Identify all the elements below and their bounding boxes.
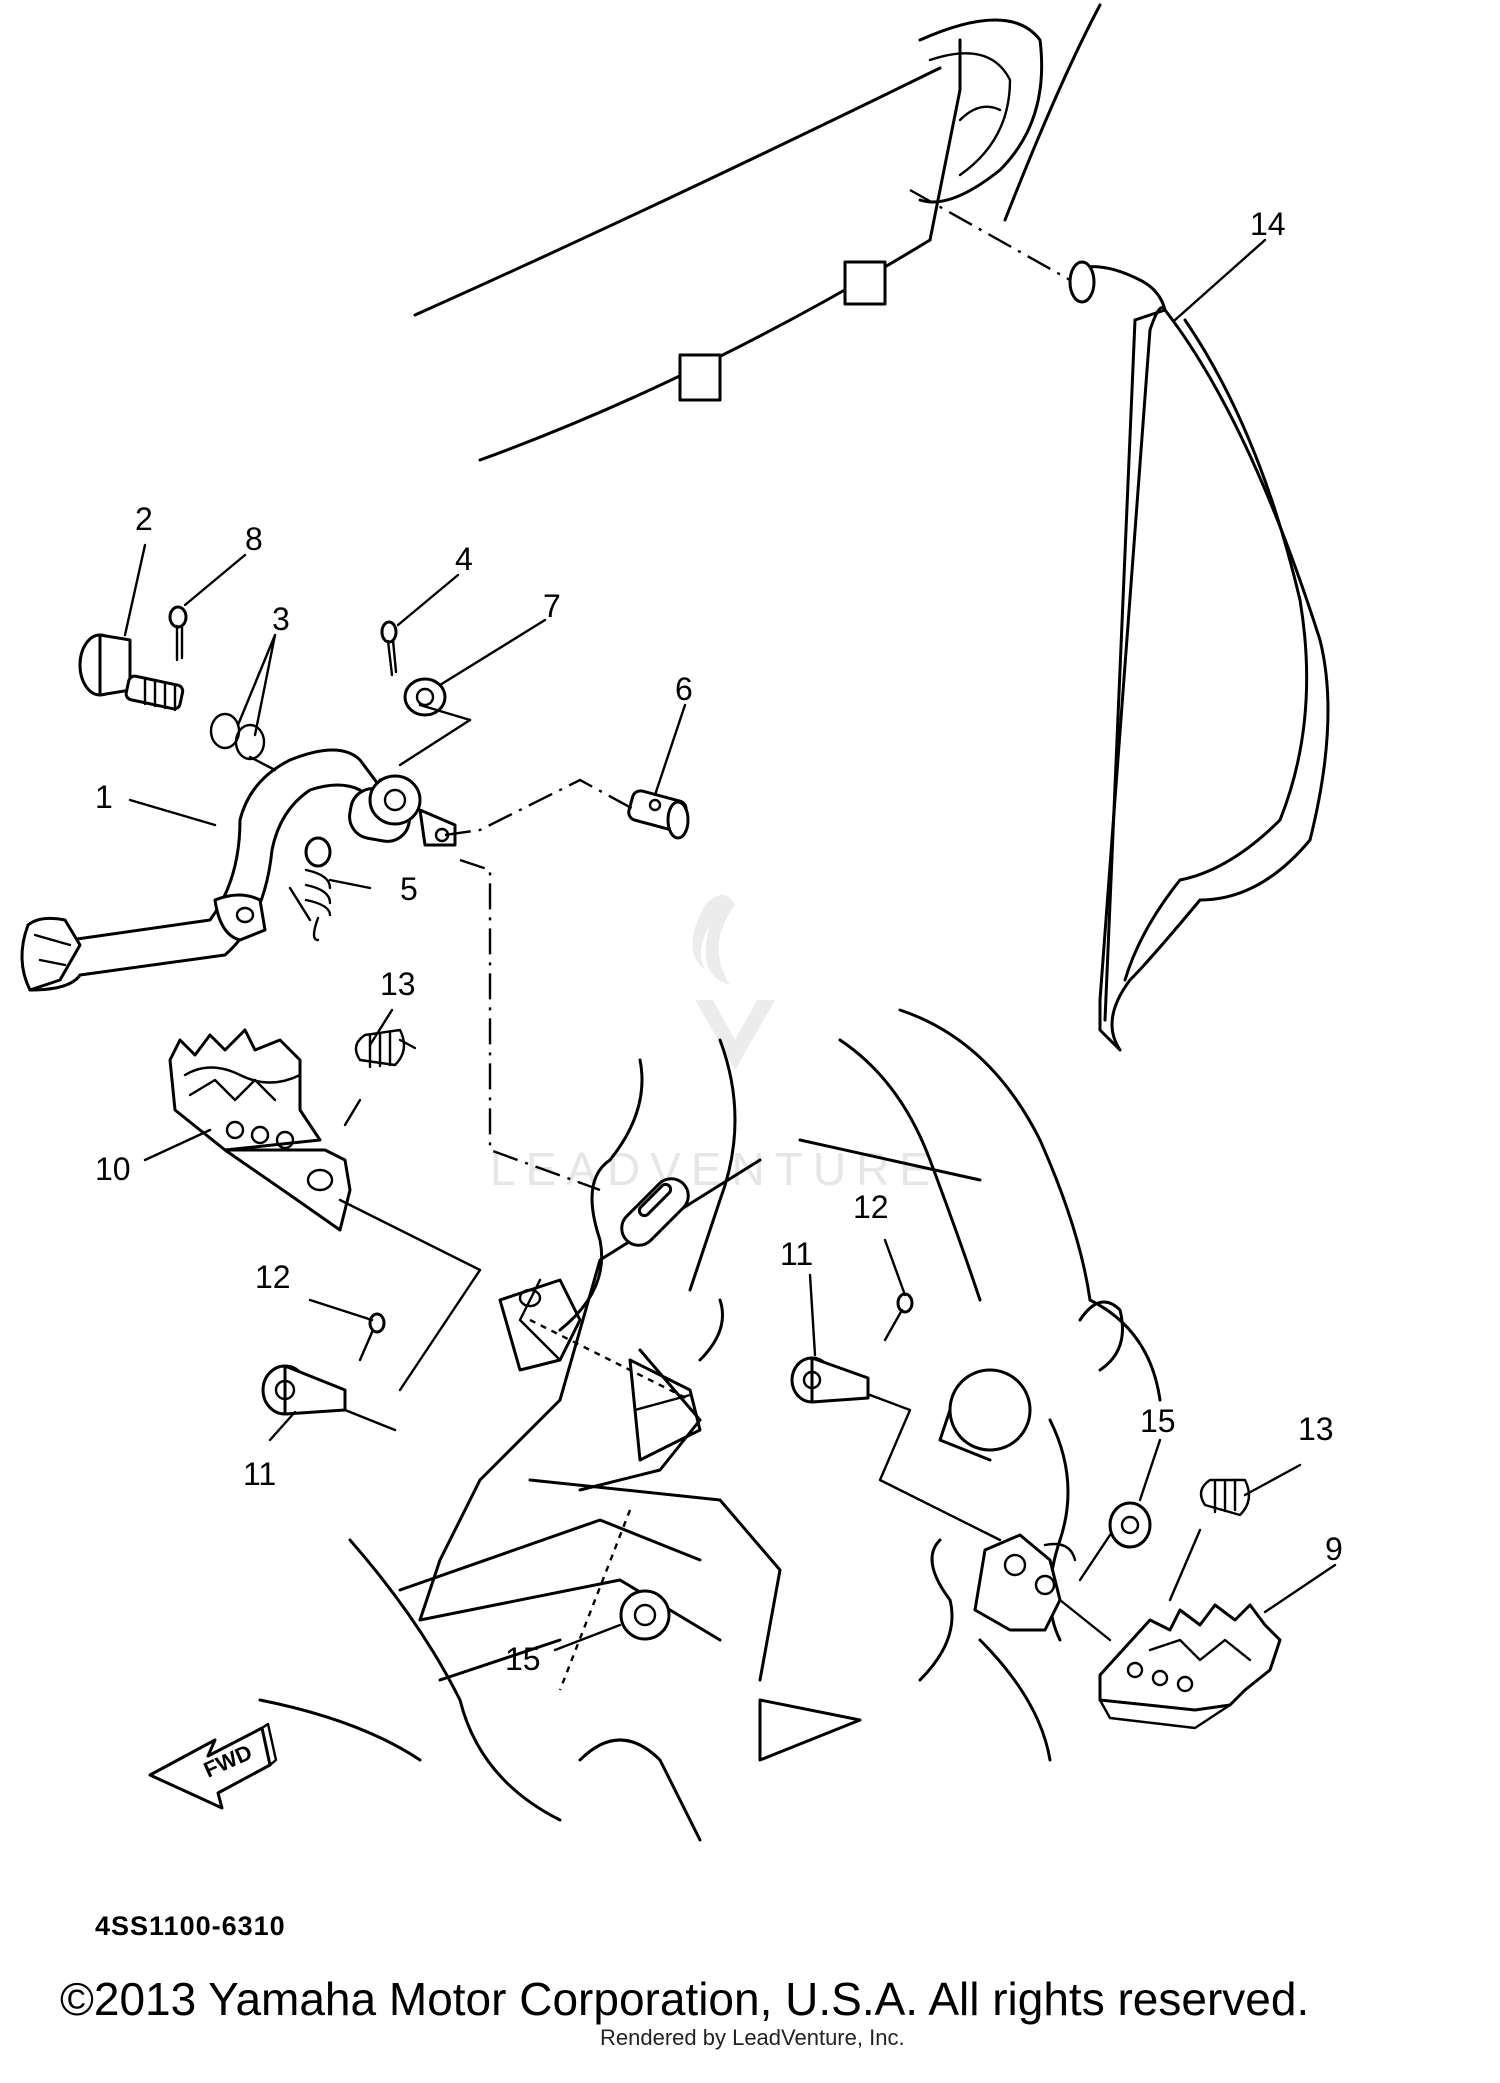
callout-5: 5 — [400, 871, 418, 907]
leader-lines — [123, 238, 1337, 1652]
part-1-brake-pedal — [20, 748, 457, 992]
part-8-cotter-pin — [168, 605, 188, 662]
copyright-notice: ©2013 Yamaha Motor Corporation, U.S.A. A… — [60, 1973, 1309, 2025]
callout-13-right: 13 — [1298, 1411, 1334, 1447]
part-3-o-rings — [209, 712, 266, 761]
callout-15-right: 15 — [1140, 1403, 1176, 1439]
frame-outline — [258, 1008, 1162, 1842]
callout-12-left: 12 — [255, 1259, 291, 1295]
part-13-spring-left — [354, 1028, 417, 1069]
callout-10: 10 — [95, 1151, 131, 1187]
diagram-code: 4SS1100-6310 — [95, 1911, 286, 1941]
callout-4: 4 — [455, 541, 473, 577]
callout-7: 7 — [543, 588, 561, 624]
assembly-lines — [248, 188, 1202, 1691]
part-10-footrest-left — [168, 1028, 352, 1232]
watermark-logo: LEADVENTURE — [490, 895, 930, 1195]
part-15-washer-lower — [619, 1589, 671, 1641]
part-12-cotter-right — [883, 1292, 914, 1342]
callout-1: 1 — [95, 779, 113, 815]
right-bracket — [973, 1533, 1077, 1632]
callout-3: 3 — [272, 601, 290, 637]
part-11-pin-left — [261, 1364, 347, 1416]
left-frame-bracket — [498, 1278, 582, 1372]
part-9-footrest-right — [1098, 1603, 1282, 1730]
callout-8: 8 — [245, 521, 263, 557]
part-7-washer — [403, 677, 447, 717]
part-12-cotter-left — [358, 1312, 386, 1362]
part-14-stand — [1068, 260, 1330, 1052]
callout-15-lower: 15 — [505, 1641, 541, 1677]
part-13-spring-right — [1199, 1478, 1251, 1517]
callout-9: 9 — [1325, 1531, 1343, 1567]
callout-labels: 1 2 3 4 5 6 7 8 9 10 11 11 12 12 13 13 1… — [95, 206, 1343, 1677]
callout-2: 2 — [135, 501, 153, 537]
part-15-washer-right — [1108, 1501, 1152, 1549]
seat-outline — [413, 3, 1102, 462]
callout-11-right: 11 — [780, 1236, 813, 1272]
callout-13-left: 13 — [380, 966, 416, 1002]
part-4-cotter-pin — [380, 620, 398, 677]
callout-11-left: 11 — [243, 1456, 276, 1492]
callout-6: 6 — [675, 671, 693, 707]
part-2-bolt — [78, 633, 185, 712]
fwd-arrow-icon: FWD — [148, 1722, 278, 1810]
part-6-pin — [627, 789, 690, 840]
rendered-by-note: Rendered by LeadVenture, Inc. — [600, 2025, 905, 2050]
part-11-pin-right — [790, 1356, 870, 1404]
callout-12-right: 12 — [853, 1189, 889, 1225]
callout-14: 14 — [1250, 206, 1286, 242]
part-5-spring — [304, 836, 332, 942]
